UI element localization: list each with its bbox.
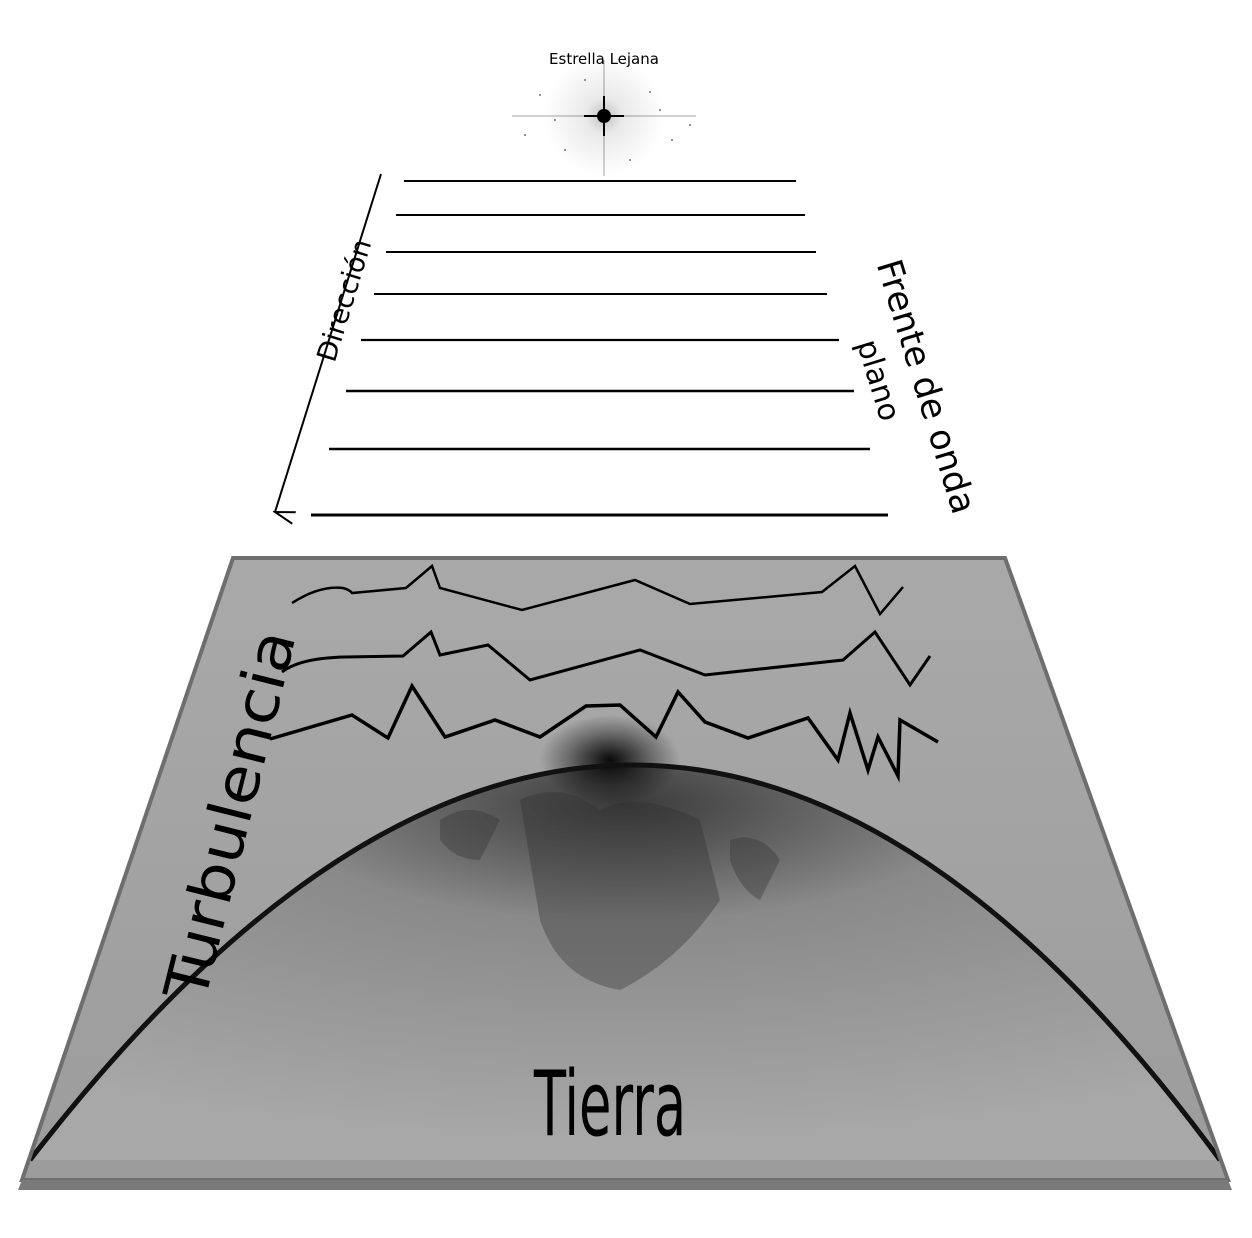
plane-wavefront — [311, 180, 888, 517]
ground-panel — [18, 556, 1232, 1190]
earth-label: Tierra — [533, 1053, 686, 1157]
turbulence-line — [291, 563, 904, 617]
direction-arrow — [275, 173, 382, 512]
direction-label: Dirección — [312, 236, 379, 366]
earth-surface — [30, 765, 1220, 1160]
star-label: Estrella Lejana — [549, 50, 659, 68]
wavefront-label: Frente de onda plano — [849, 255, 983, 519]
turbulence-line — [281, 629, 932, 688]
turbulence-lines — [269, 563, 939, 783]
distant-star — [512, 56, 696, 176]
turbulence-line — [269, 682, 939, 783]
